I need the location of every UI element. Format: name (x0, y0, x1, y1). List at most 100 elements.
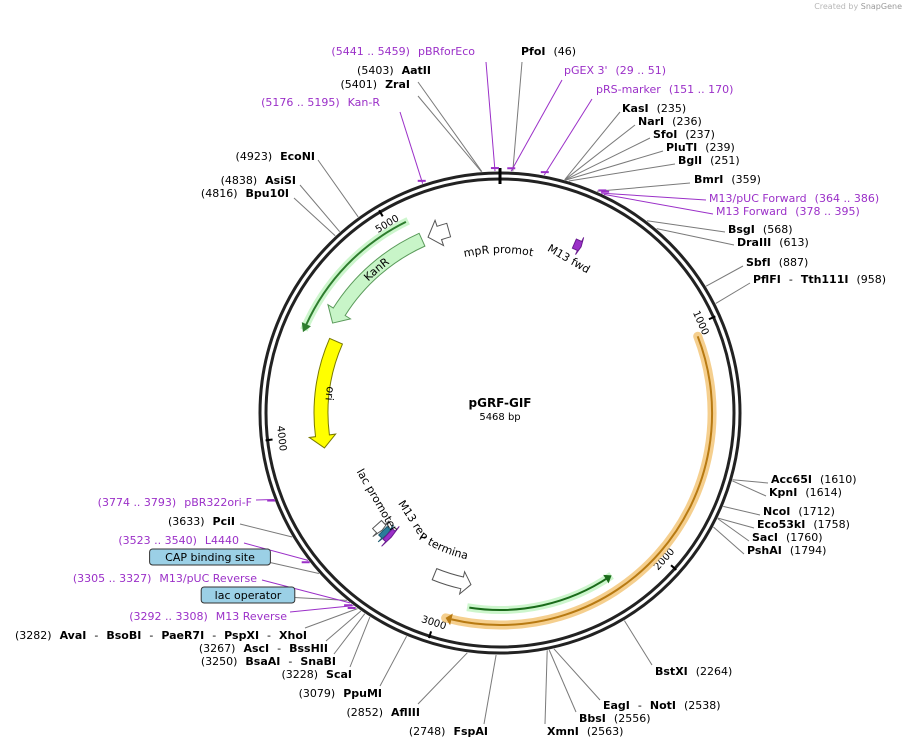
primer-label-pbr322ori[interactable]: (3774 .. 3793)pBR322ori-F (98, 496, 252, 509)
site-label-asisi[interactable]: (4838)AsiSI (221, 174, 296, 187)
ampr-promoter-arrow[interactable] (427, 218, 452, 247)
lac-operator-mark[interactable] (377, 525, 395, 543)
leader-line-bsgi (646, 220, 726, 233)
leader-line-aatii (417, 81, 483, 172)
leader-line-m13pucrev (261, 579, 351, 604)
site-label-afliii[interactable]: (2852)AflIII (346, 706, 420, 719)
kanr-highlight-band (300, 217, 410, 332)
leader-line-bgli (568, 163, 676, 182)
snapgene-brand: SnapGene (860, 2, 902, 11)
site-label-bbsi[interactable]: BbsI(2556) (579, 712, 650, 725)
leader-line-sfoi (564, 137, 651, 181)
site-label-econi[interactable]: (4923)EcoNI (236, 150, 315, 163)
site-label-bpu10i[interactable]: (4816)Bpu10I (201, 187, 289, 200)
leader-line-sbfi (705, 265, 744, 287)
primer-label-l4440[interactable]: (3523 .. 3540)L4440 (118, 534, 239, 547)
feature-label-m13-rev: M13 rev (395, 498, 430, 543)
site-label-zrai[interactable]: (5401)ZraI (341, 78, 411, 91)
leader-line-bbsi (548, 649, 577, 713)
scale-tick (708, 315, 716, 321)
plasmid-length: 5468 bp (479, 412, 520, 423)
primer-label-m13reverse[interactable]: (3292 .. 3308)M13 Reverse (129, 610, 287, 623)
site-label-nari[interactable]: NarI(236) (638, 115, 702, 128)
site-label-ppumi[interactable]: (3079)PpuMI (299, 687, 382, 700)
leader-line-pflfi (715, 282, 751, 304)
leader-line-bsaai (333, 613, 366, 655)
site-label-bsaai[interactable]: (3250)BsaAI-SnaBI (201, 655, 336, 668)
leader-line-nari (564, 124, 636, 181)
lac-promoter-arrow[interactable] (371, 519, 390, 538)
primer-label-pgex3[interactable]: pGEX 3'(29 .. 51) (564, 64, 666, 77)
leader-line-ppumi (379, 635, 408, 687)
primer-label-pbrforeco[interactable]: (5441 .. 5459)pBRforEco (331, 45, 475, 58)
site-label-scai[interactable]: (3228)ScaI (281, 668, 352, 681)
leader-line-saci (717, 518, 750, 542)
snapgene-credit: Created by SnapGene (814, 2, 902, 11)
site-label-kasi[interactable]: KasI(235) (622, 102, 686, 115)
ori-arrow[interactable] (307, 337, 344, 449)
credit-prefix: Created by (814, 2, 859, 11)
site-label-saci[interactable]: SacI(1760) (752, 531, 823, 544)
scale-tick (378, 209, 384, 217)
site-label-asci[interactable]: (3267)AscI-BssHII (199, 642, 328, 655)
leader-line-kpni (732, 480, 767, 497)
site-label-sbfi[interactable]: SbfI(887) (746, 256, 808, 269)
site-label-bstxi[interactable]: BstXI(2264) (655, 665, 732, 678)
site-label-eagi[interactable]: EagI-NotI(2538) (603, 699, 721, 712)
site-label-bmri[interactable]: BmrI(359) (694, 173, 761, 186)
feature-box-cap[interactable] (149, 548, 271, 566)
site-label-xmni[interactable]: XmnI(2563) (547, 725, 623, 738)
leader-line-xmni (544, 650, 548, 725)
leader-line-eagi (553, 648, 601, 701)
leader-line-pcii (239, 523, 293, 538)
site-label-bsgi[interactable]: BsgI(568) (728, 223, 793, 236)
leader-line-pluti (565, 150, 664, 181)
leader-line-pgex3 (510, 79, 563, 172)
site-label-pfoi[interactable]: PfoI(46) (521, 45, 576, 58)
primer-label-m13pucrev[interactable]: (3305 .. 3327)M13/pUC Reverse (73, 572, 257, 585)
leader-line-pbrforeco (485, 61, 496, 172)
leader-line-m13reverse (289, 605, 354, 613)
feature-box-label: CAP binding site (165, 551, 255, 564)
kanr-highlight-head (301, 322, 311, 333)
primer-label-m13pucfwd[interactable]: M13/pUC Forward(364 .. 386) (709, 192, 879, 205)
primer-label-prs-marker[interactable]: pRS-marker(151 .. 170) (596, 83, 733, 96)
callout-labels: (5441 .. 5459)pBRforEco (5403)AatII(5401)… (15, 45, 886, 738)
kanr-arrow[interactable] (327, 232, 426, 324)
site-label-aatii[interactable]: (5403)AatII (357, 64, 431, 77)
orf-arrow-line (451, 335, 713, 627)
leader-line-zrai (417, 95, 482, 173)
hsp-terminator-arrow[interactable] (431, 567, 472, 596)
scale-tick (428, 631, 433, 639)
site-label-sfoi[interactable]: SfoI(237) (653, 128, 715, 141)
m13-rev-mark[interactable] (381, 526, 400, 547)
site-label-pcii[interactable]: (3633)PciI (168, 515, 235, 528)
site-label-ncoi[interactable]: NcoI(1712) (763, 505, 835, 518)
site-label-eco53ki[interactable]: Eco53kI(1758) (757, 518, 850, 531)
feature-box-laco[interactable] (200, 586, 296, 604)
site-label-draiii[interactable]: DraIII(613) (737, 236, 809, 249)
scale-tick (670, 564, 677, 571)
primer-label-m13fwd[interactable]: M13 Forward(378 .. 395) (716, 205, 860, 218)
leader-line-avai (304, 608, 358, 629)
site-label-pflfi[interactable]: PflFI-Tth111I(958) (753, 273, 886, 286)
primer-label-kan-r[interactable]: (5176 .. 5195)Kan-R (261, 96, 380, 109)
leader-line-pshai (713, 526, 745, 555)
callout-leaders (239, 61, 769, 725)
scale-tick-label: 4000 (274, 425, 288, 452)
m13-fwd-mark[interactable] (571, 237, 585, 255)
site-label-kpni[interactable]: KpnI(1614) (769, 486, 842, 499)
site-label-fspai[interactable]: (2748)FspAI (409, 725, 488, 738)
kanr-highlight-line (304, 221, 407, 326)
cds-segment-head (603, 574, 612, 584)
feature-label-ori: ori (322, 386, 337, 401)
site-label-pshai[interactable]: PshAI(1794) (747, 544, 826, 557)
leader-line-eco53ki (717, 517, 755, 529)
leader-line-bmri (596, 182, 691, 192)
site-label-acc65i[interactable]: Acc65I(1610) (771, 473, 857, 486)
leader-line-asisi (299, 184, 341, 233)
site-label-avai[interactable]: (3282)AvaI-BsoBI-PaeR7I-PspXI-XhoI (15, 629, 307, 642)
site-label-bgli[interactable]: BglI(251) (678, 154, 740, 167)
site-label-pluti[interactable]: PluTI(239) (666, 141, 735, 154)
